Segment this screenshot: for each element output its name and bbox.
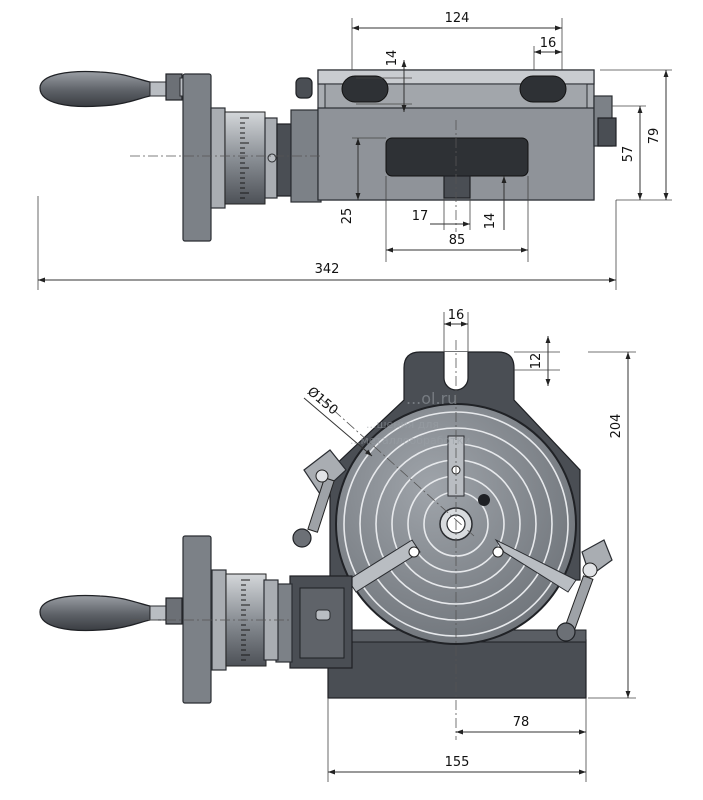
- graduated-dial-top: [210, 107, 278, 209]
- dim-12: 12: [529, 353, 544, 370]
- dim-204: 204: [609, 414, 624, 439]
- dial-ticks-front: [241, 579, 250, 661]
- dim-342: 342: [315, 262, 340, 277]
- handwheel-disc-front: [182, 535, 212, 704]
- watermark: ...ol.ru ...шения для ...металлообработк…: [350, 389, 470, 447]
- base-plate: [327, 639, 587, 699]
- dim-78: 78: [513, 715, 530, 730]
- front-view-dimensions: 16 12 204 Ø150 78 155: [303, 308, 636, 782]
- top-view-dimensions: 124 16 14 79 57 25 17 14 85: [37, 11, 672, 290]
- dim-16-top: 16: [540, 36, 557, 51]
- front-view: [39, 340, 613, 740]
- dim-25: 25: [340, 208, 355, 225]
- dim-57: 57: [621, 146, 636, 163]
- dim-16-front: 16: [448, 308, 465, 323]
- dim-17: 17: [412, 209, 429, 224]
- dim-79: 79: [647, 128, 662, 145]
- svg-text:...ol.ru: ...ol.ru: [406, 389, 457, 408]
- dim-14-top: 14: [385, 50, 400, 67]
- worm-housing: [275, 575, 353, 669]
- main-body-top: [267, 69, 617, 201]
- crank-handle-front: [39, 594, 183, 632]
- dim-155: 155: [445, 755, 470, 770]
- clamp-lever-right: [556, 539, 613, 642]
- crank-handle-top: [39, 70, 187, 108]
- dim-85: 85: [449, 233, 466, 248]
- dial-ticks-top: [240, 117, 249, 199]
- clamp-lever-left: [292, 449, 347, 548]
- handwheel-disc-top: [182, 73, 212, 242]
- svg-text:...шения для: ...шения для: [366, 418, 439, 431]
- dim-124: 124: [445, 11, 470, 26]
- top-view: [39, 69, 617, 242]
- svg-text:...металлообработки: ...металлообработки: [350, 434, 470, 447]
- chuck-jaws: [347, 435, 577, 593]
- dim-14-bottom: 14: [483, 213, 498, 230]
